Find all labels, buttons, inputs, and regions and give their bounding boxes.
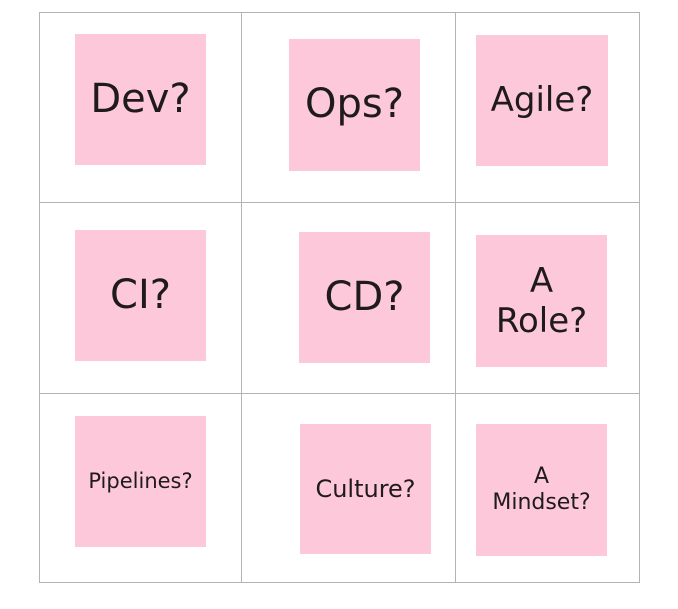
sticky-note-grid	[39, 12, 640, 583]
sticky-note-label: Culture?	[315, 474, 416, 503]
sticky-note-label: Dev?	[90, 75, 191, 122]
sticky-note-a-mindset[interactable]: A Mindset?	[476, 424, 607, 556]
sticky-note-label: A Role?	[495, 260, 588, 341]
grid-divider-horizontal	[40, 393, 639, 394]
sticky-note-culture[interactable]: Culture?	[300, 424, 431, 554]
sticky-note-dev[interactable]: Dev?	[75, 34, 206, 165]
grid-divider-vertical	[241, 13, 242, 582]
sticky-note-label: Pipelines?	[88, 469, 193, 494]
grid-divider-horizontal	[40, 202, 639, 203]
sticky-note-label: CD?	[324, 273, 405, 320]
sticky-note-agile[interactable]: Agile?	[476, 35, 608, 166]
sticky-note-label: Ops?	[305, 81, 404, 128]
grid-divider-vertical	[455, 13, 456, 582]
sticky-note-label: Agile?	[490, 80, 594, 121]
sticky-note-a-role[interactable]: A Role?	[476, 235, 607, 367]
sticky-note-label: A Mindset?	[492, 464, 591, 515]
sticky-note-label: CI?	[110, 271, 171, 318]
sticky-note-cd[interactable]: CD?	[299, 232, 430, 363]
sticky-note-ops[interactable]: Ops?	[289, 39, 420, 171]
sticky-note-pipelines[interactable]: Pipelines?	[75, 416, 206, 547]
sticky-note-ci[interactable]: CI?	[75, 230, 206, 361]
